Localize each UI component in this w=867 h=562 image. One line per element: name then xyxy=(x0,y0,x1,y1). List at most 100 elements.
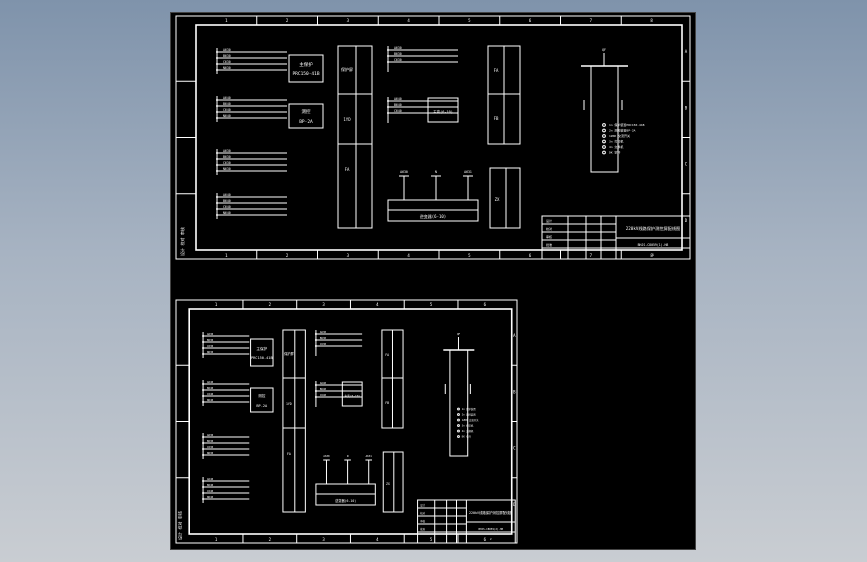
terminal-strip-a xyxy=(337,45,373,229)
bus-tap-label: A631 xyxy=(464,170,472,174)
wire-label: A640 xyxy=(207,380,214,384)
wire-node xyxy=(216,208,218,210)
small-block-label: 主变(6-10) xyxy=(433,109,453,114)
wire-label: N630 xyxy=(223,66,231,70)
module-2-model: BP-2A xyxy=(256,404,268,408)
wire-label: N640 xyxy=(207,495,214,499)
terminal-b-label: FB xyxy=(385,401,389,405)
bus-block-label: 逆变器(6-10) xyxy=(335,498,356,503)
title-row-label: 审核 xyxy=(546,234,552,239)
terminal-a-label: 保护屏 xyxy=(284,351,294,356)
sheet-title: 220kV线路保护测控屏配线图 xyxy=(626,225,680,232)
column-mark: 1 xyxy=(215,537,218,542)
wire-label: B630 xyxy=(223,155,231,159)
row-mark: D xyxy=(513,502,516,507)
wire-node xyxy=(202,486,205,488)
wire-node xyxy=(216,57,218,59)
wire-node xyxy=(202,353,205,355)
legend-node xyxy=(457,413,460,416)
breaker-panel xyxy=(590,65,619,173)
wire-label: C640 xyxy=(394,109,402,113)
drawing-number: BHJS-C8059(2)-H8 xyxy=(479,527,504,531)
legend-line: 3n 打印机 xyxy=(609,139,623,144)
wire-label: B630 xyxy=(207,439,214,443)
column-mark: 2 xyxy=(286,253,289,258)
wire-node xyxy=(216,69,218,71)
revision-label: 1 xyxy=(652,253,654,257)
wire-label: C640 xyxy=(223,108,231,112)
wire-node xyxy=(387,106,389,108)
title-row-label: 批准 xyxy=(420,527,425,531)
wire-label: C640 xyxy=(320,393,327,397)
wire-label: A630 xyxy=(223,48,231,52)
wire-label: B640 xyxy=(207,483,214,487)
legend-node xyxy=(457,418,460,422)
wire-label: N640 xyxy=(207,398,214,402)
wire-node xyxy=(216,111,218,113)
wire-node xyxy=(314,339,317,341)
module-box-2 xyxy=(250,387,274,413)
module-2-name: 测控 xyxy=(258,393,266,398)
column-mark: 1 xyxy=(225,253,228,258)
module-1-model: PRC150-41B xyxy=(292,71,319,77)
module-box-1 xyxy=(288,54,324,83)
wire-label: A630 xyxy=(394,46,402,50)
bus-block-label: 逆变器(6-10) xyxy=(420,213,446,219)
small-block xyxy=(427,97,459,123)
wire-label: C630 xyxy=(394,58,402,62)
wire-label: A640 xyxy=(394,97,402,101)
legend-line: 1ZKK 交流开关 xyxy=(609,133,630,138)
wire-label: C630 xyxy=(207,445,214,449)
terminal-a-label: 1YD xyxy=(286,402,292,406)
legend-line: 1n 保护装置 xyxy=(462,407,476,411)
drawing-number: BHJS-C8059(1)-H8 xyxy=(638,243,669,247)
legend-node xyxy=(602,145,606,149)
wire-label: B630 xyxy=(320,336,327,340)
module-1-model: PRC150-41B xyxy=(251,356,273,360)
wire-node xyxy=(387,49,389,51)
legend-node xyxy=(457,429,460,433)
wire-node xyxy=(202,448,205,450)
wire-label: A630 xyxy=(223,149,231,153)
wire-label: B640 xyxy=(207,386,214,390)
wire-label: B640 xyxy=(394,103,402,107)
column-mark: 5 xyxy=(430,537,433,542)
bus-tap-label: N xyxy=(347,454,349,458)
legend-node xyxy=(602,123,606,127)
wire-label: C640 xyxy=(207,392,214,396)
legend-line: DK 空开 xyxy=(462,435,472,439)
legend-node xyxy=(457,424,460,427)
breaker-label: QF xyxy=(457,332,461,336)
column-mark: 5 xyxy=(468,18,471,23)
wire-node xyxy=(202,454,205,456)
column-mark: 7 xyxy=(590,18,593,23)
wire-label: A640 xyxy=(223,96,231,100)
terminal-a-label: FA xyxy=(287,452,291,456)
legend-node xyxy=(602,150,606,155)
module-1-name: 主保护 xyxy=(256,346,267,351)
wire-node xyxy=(216,63,218,65)
wire-node xyxy=(202,395,205,397)
wire-label: A630 xyxy=(207,433,214,437)
wire-node xyxy=(216,158,218,160)
breaker-panel xyxy=(449,349,469,457)
small-block-label: 主变(6-10) xyxy=(344,394,360,398)
title-row-label: 审核 xyxy=(420,519,425,523)
row-mark: B xyxy=(513,389,516,394)
wire-node xyxy=(202,492,205,494)
wire-node xyxy=(387,55,389,57)
column-mark: 7 xyxy=(590,253,593,258)
wire-node xyxy=(314,345,317,347)
module-1-name: 主保护 xyxy=(299,61,313,68)
column-mark: 2 xyxy=(269,302,272,307)
wire-label: B640 xyxy=(223,102,231,106)
terminal-c-label: ZX xyxy=(495,197,500,202)
row-mark: A xyxy=(685,49,688,54)
